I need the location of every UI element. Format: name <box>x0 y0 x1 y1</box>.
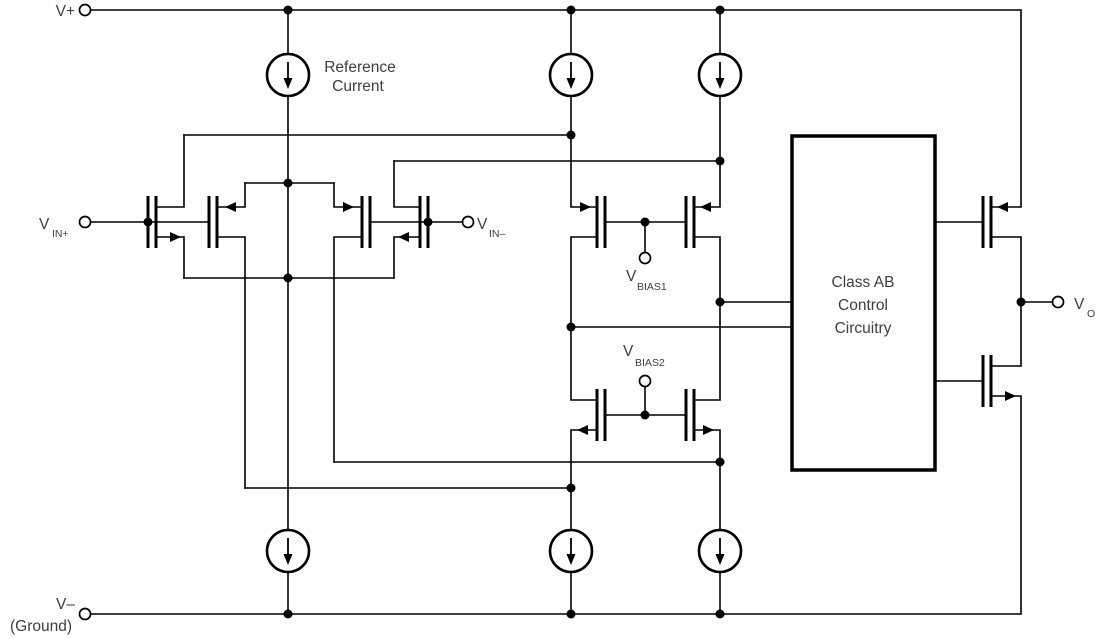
cascode-nmos-left <box>577 389 607 441</box>
vinminus-label: V <box>477 216 488 233</box>
vplus-rail <box>90 9 1022 208</box>
down-arrow-icon <box>566 78 576 89</box>
bottom-current-source-right <box>697 528 743 574</box>
top-current-source-middle <box>548 52 594 98</box>
terminals <box>78 3 1065 621</box>
top-current-source-right <box>697 52 743 98</box>
vminus-rail <box>90 395 1022 615</box>
vbias2-terminal <box>638 374 652 388</box>
vout-terminal <box>1051 295 1065 309</box>
input-pmos-vinminus <box>343 196 372 248</box>
vinplus-label-sub: IN+ <box>52 228 69 240</box>
vinminus-label-sub: IN– <box>489 228 506 240</box>
down-arrow-icon <box>566 554 576 565</box>
vplus-terminal <box>78 3 92 17</box>
class-ab-label-line1: Class AB <box>832 274 895 291</box>
pmos-source-arrow-icon <box>700 202 711 212</box>
bottom-current-source-middle <box>548 528 594 574</box>
labels: V+ V– (Ground) Reference Current V IN+ V… <box>10 3 1095 635</box>
wires <box>90 9 1053 615</box>
bottom-current-source-left <box>265 528 311 574</box>
reference-current-source <box>265 52 311 98</box>
down-arrow-icon <box>283 554 293 565</box>
reference-current-label-line1: Reference <box>324 59 396 76</box>
input-pmos-vinplus <box>207 196 236 248</box>
vbias1-label-sub: BIAS1 <box>637 281 667 293</box>
output-pmos <box>981 196 1008 248</box>
junction-dots <box>143 5 1026 619</box>
class-ab-label-line3: Circuitry <box>835 320 892 337</box>
nmos-source-arrow-icon <box>398 232 409 242</box>
vinplus-label: V <box>39 216 50 233</box>
nmos-source-arrow-icon <box>703 425 714 435</box>
nmos-source-arrow-icon <box>577 425 588 435</box>
vout-label: V <box>1074 296 1085 313</box>
nmos-source-arrow-icon <box>170 232 181 242</box>
vminus-terminal <box>78 607 92 621</box>
down-arrow-icon <box>283 78 293 89</box>
cascode-nmos-right <box>684 389 714 441</box>
class-ab-box <box>790 134 937 472</box>
pmos-source-arrow-icon <box>997 202 1008 212</box>
down-arrow-icon <box>715 554 725 565</box>
vbias1-terminal <box>638 251 652 265</box>
pmos-source-arrow-icon <box>343 202 354 212</box>
vminus-label: V– <box>56 596 75 613</box>
down-arrow-icon <box>715 78 725 89</box>
vbias2-label: V <box>623 343 634 360</box>
vbias2-label-sub: BIAS2 <box>635 357 665 369</box>
vbias1-label: V <box>626 268 637 285</box>
class-ab-label-line2: Control <box>838 297 888 314</box>
vout-label-sub: O <box>1087 308 1095 320</box>
reference-current-label-line2: Current <box>332 78 384 95</box>
pmos-source-arrow-icon <box>580 202 591 212</box>
vinplus-terminal <box>78 215 92 229</box>
cascode-pmos-left <box>580 196 607 248</box>
cascode-pmos-right <box>684 196 711 248</box>
nmos-source-arrow-icon <box>1005 391 1016 401</box>
vplus-label: V+ <box>56 3 75 20</box>
vinminus-terminal <box>461 215 475 229</box>
pmos-source-arrow-icon <box>225 202 236 212</box>
output-nmos <box>981 355 1016 407</box>
ground-label: (Ground) <box>10 618 72 635</box>
